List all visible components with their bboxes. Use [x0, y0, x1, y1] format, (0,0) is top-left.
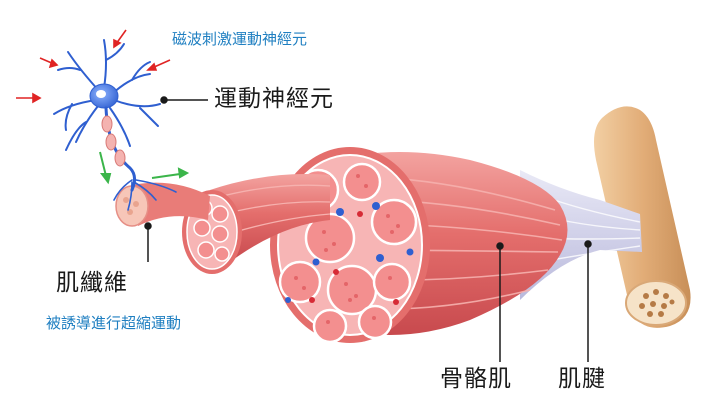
- stimulus-arrows: [16, 29, 171, 104]
- induce-contraction-label: 被誘導進行超縮運動: [46, 314, 182, 332]
- tendon-label: 肌腱: [558, 366, 606, 392]
- leader-lines: [144, 96, 592, 362]
- bone: [594, 106, 691, 328]
- motor-neuron: [53, 39, 177, 211]
- motor-neuron-label: 運動神經元: [214, 86, 334, 112]
- skeletal-muscle-label: 骨骼肌: [440, 366, 512, 392]
- magnetic-stimulation-label: 磁波刺激運動神經元: [172, 30, 308, 48]
- muscle-fiber: [115, 182, 210, 227]
- muscle-fiber-label: 肌纖維: [56, 270, 128, 296]
- signal-arrows: [99, 151, 190, 185]
